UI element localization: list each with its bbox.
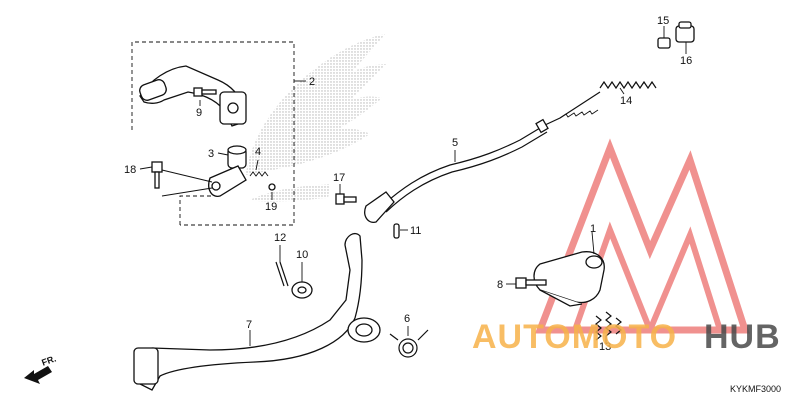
bolt-8 [515, 277, 547, 289]
part-label: 10 [296, 249, 308, 261]
clip-19 [268, 183, 276, 191]
bolt-18 [151, 161, 163, 189]
part-label: 12 [274, 232, 286, 244]
watermark-part1: AUTOMOTO [472, 318, 677, 356]
brake-pedal [133, 232, 381, 391]
leader-lines [139, 26, 687, 346]
pin-11 [393, 223, 400, 239]
part-label: 4 [255, 146, 261, 158]
return-spring-6 [389, 329, 429, 358]
joint-15 [657, 37, 671, 49]
part-labels: 1 2 3 4 5 6 7 8 9 10 11 12 13 14 15 16 1… [124, 15, 692, 353]
stopper-arm [533, 251, 605, 307]
kick-starter-arm [139, 65, 247, 127]
part-label: 1 [590, 223, 596, 235]
part-label: 9 [196, 107, 202, 119]
washer-10 [291, 281, 313, 299]
part-label: 3 [208, 148, 214, 160]
front-label: FR. [40, 353, 57, 367]
spring-13 [595, 311, 622, 341]
part-label: 17 [333, 172, 345, 184]
nut-16 [675, 21, 695, 43]
watermark-text: AUTOMOTO HUB [472, 318, 781, 356]
part-label: 13 [599, 341, 611, 353]
spring-4 [249, 171, 269, 177]
part-label: 8 [497, 279, 503, 291]
bolt-9 [193, 87, 217, 97]
part-label: 11 [410, 225, 421, 237]
part-label: 6 [404, 313, 410, 325]
part-label: 2 [309, 76, 315, 88]
cotter-pin-12 [275, 261, 289, 287]
bolt-17 [335, 193, 357, 205]
part-label: 15 [657, 15, 669, 27]
diagram-code: KYKMF3000 [730, 384, 781, 394]
wing-emblem [246, 34, 386, 202]
part-label: 5 [452, 137, 458, 149]
spring-14 [599, 80, 657, 90]
part-label: 18 [124, 164, 136, 176]
front-arrow [24, 366, 52, 384]
kick-spindle [208, 145, 247, 197]
brake-rod [382, 91, 601, 213]
kick-starter-group-box [131, 41, 295, 226]
part-label: 19 [265, 201, 277, 213]
part-label: 16 [680, 55, 692, 67]
part-label: 7 [246, 319, 252, 331]
brake-rod-joint [364, 191, 395, 223]
watermark-part2: HUB [704, 318, 781, 356]
part-label: 14 [620, 95, 632, 107]
